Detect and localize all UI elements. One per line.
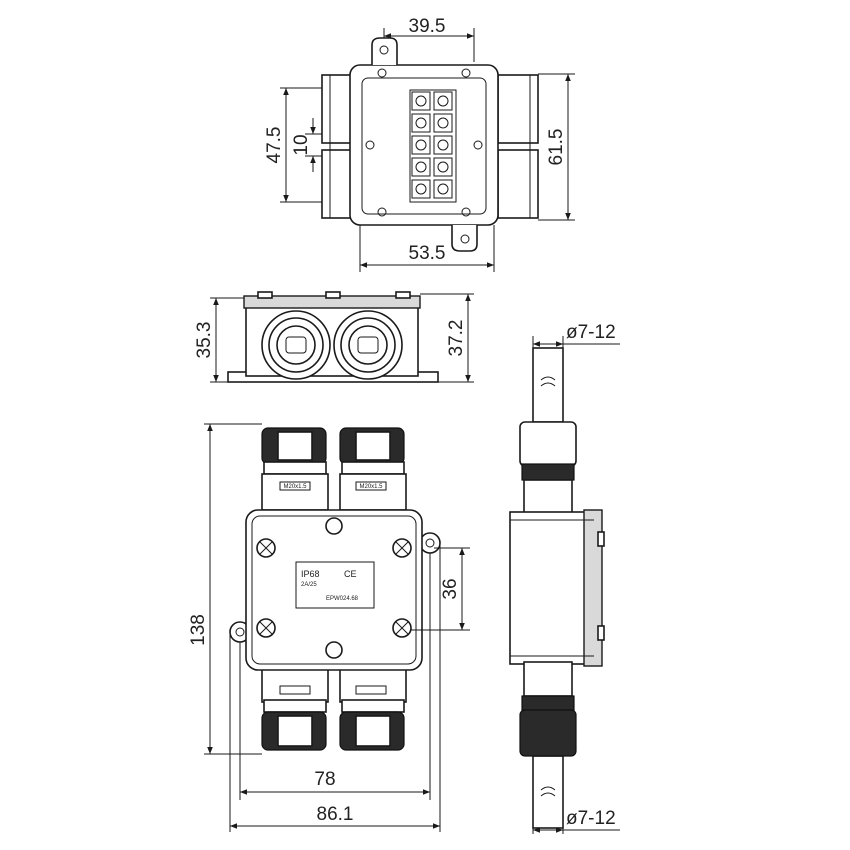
- terminal-block: [409, 89, 457, 203]
- dim-37-2: 37.2: [446, 320, 467, 357]
- model-number: EPW024.68: [326, 596, 359, 602]
- dim-35-3: 35.3: [194, 322, 215, 359]
- dim-10: 10: [291, 134, 312, 155]
- dim-cable-bottom: ø7-12: [566, 808, 616, 829]
- svg-text:M20x1.5: M20x1.5: [359, 484, 383, 490]
- top-right-gland-upper: [497, 74, 539, 144]
- dim-36: 36: [440, 578, 461, 599]
- gland-top-right: M20x1.5: [339, 427, 407, 511]
- svg-text:M20x1.5: M20x1.5: [283, 484, 307, 490]
- main-body: [245, 509, 423, 671]
- lid-screws: [256, 517, 412, 659]
- side-view: ø7-12 ø7-12: [509, 322, 620, 834]
- top-body-outer: [349, 64, 499, 226]
- front-view: 35.3 37.2: [194, 291, 474, 383]
- main-view: M20x1.5 M20x1.5: [188, 423, 470, 832]
- top-body-inner: [361, 77, 487, 215]
- dim-86-1: 86.1: [317, 804, 354, 825]
- top-ear-upper: [371, 37, 398, 65]
- cable-bottom: [532, 755, 564, 829]
- ce-mark: CE: [344, 569, 357, 579]
- side-body: [509, 511, 595, 665]
- dim-cable-top: ø7-12: [566, 322, 616, 343]
- dim-39-5: 39.5: [409, 16, 446, 37]
- cable-top: [532, 347, 564, 423]
- top-ear-lower: [451, 225, 478, 252]
- dim-53-5: 53.5: [409, 243, 446, 264]
- top-right-gland-lower: [497, 149, 539, 219]
- gland-bottom-left: [261, 665, 329, 751]
- dim-61-5: 61.5: [546, 129, 567, 166]
- svg-text:2A/25: 2A/25: [301, 582, 317, 588]
- ear-right: [419, 532, 441, 554]
- dim-78: 78: [314, 769, 335, 790]
- gland-bottom-right: [339, 665, 407, 751]
- ip-rating: IP68: [301, 569, 320, 579]
- gland-top-left: M20x1.5: [261, 427, 329, 511]
- dim-138: 138: [188, 614, 209, 646]
- rating-plate: IP68 CE 2A/25 EPW024.68: [295, 561, 375, 609]
- top-view: 39.5 53.5 61.5 47.5 10: [264, 16, 575, 272]
- dim-47-5: 47.5: [264, 127, 285, 164]
